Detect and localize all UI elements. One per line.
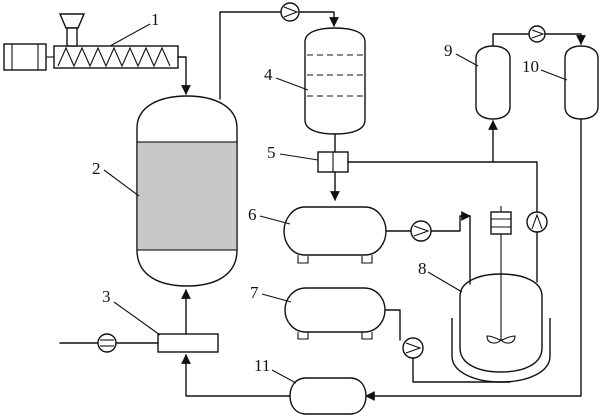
label-screw-feeder: 1	[151, 10, 160, 29]
pump-lower-icon	[402, 337, 424, 359]
heater-box	[157, 333, 219, 353]
pump-right-icon	[526, 211, 548, 233]
label-stirred-reactor: 8	[418, 259, 427, 278]
pump-mid-icon	[410, 220, 432, 242]
pump-top-icon	[280, 2, 300, 22]
collector-tank	[289, 377, 367, 415]
tank-6	[283, 206, 387, 264]
flow-meter-icon	[97, 333, 117, 353]
pump-gas-icon	[528, 25, 546, 43]
tank-7	[284, 287, 386, 340]
splitter-box	[317, 151, 349, 173]
label-condenser-column: 4	[264, 65, 273, 84]
label-gas-tank-left: 9	[444, 41, 453, 60]
label-gas-tank-right: 10	[522, 57, 539, 76]
label-collector: 11	[254, 356, 270, 375]
label-heater: 3	[102, 287, 111, 306]
condenser-column	[304, 27, 366, 135]
label-tank-lower: 7	[250, 283, 259, 302]
label-reactor: 2	[92, 159, 101, 178]
label-tank-upper: 6	[248, 205, 257, 224]
label-splitter: 5	[267, 143, 276, 162]
screw-feeder	[3, 13, 191, 95]
stirred-reactor	[451, 206, 551, 383]
reactor-vessel	[136, 95, 238, 287]
gas-tank-9	[475, 45, 511, 120]
leader-lines	[103, 23, 568, 384]
gas-tank-10	[564, 45, 599, 120]
